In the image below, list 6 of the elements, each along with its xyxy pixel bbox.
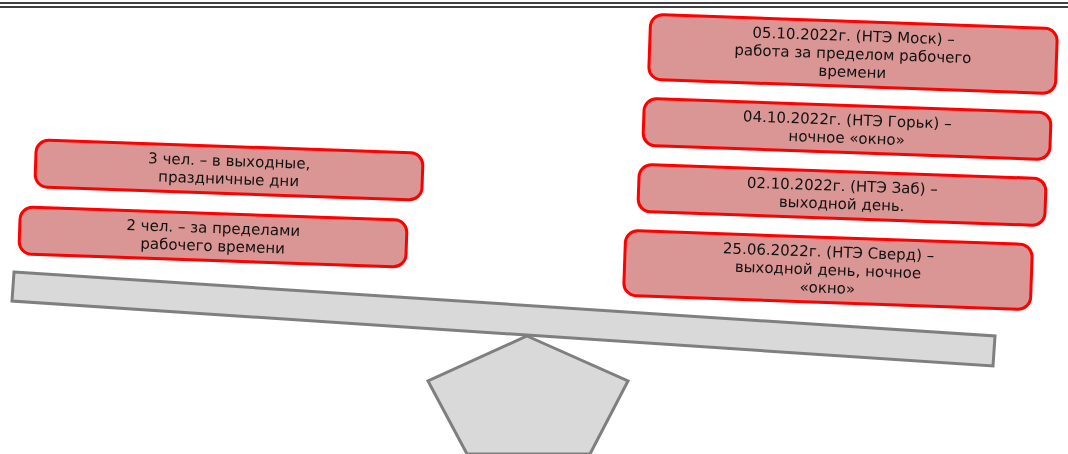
text-box: 25.06.2022г. (НТЭ Сверд) – выходной день, ночное «окно» [621,228,1035,312]
text-box: 04.10.2022г. (НТЭ Горьк) – ночное «окно» [641,96,1053,162]
text-box: 02.10.2022г. (НТЭ Заб) – выходной день. [636,162,1048,228]
text-box: 3 чел. – в выходные, праздничные дни [33,138,425,202]
text-box: 05.10.2022г. (НТЭ Моск) – работа за пределом рабочего времени [646,12,1060,96]
text-box: 2 чел. – за пределами рабочего времени [17,205,409,269]
